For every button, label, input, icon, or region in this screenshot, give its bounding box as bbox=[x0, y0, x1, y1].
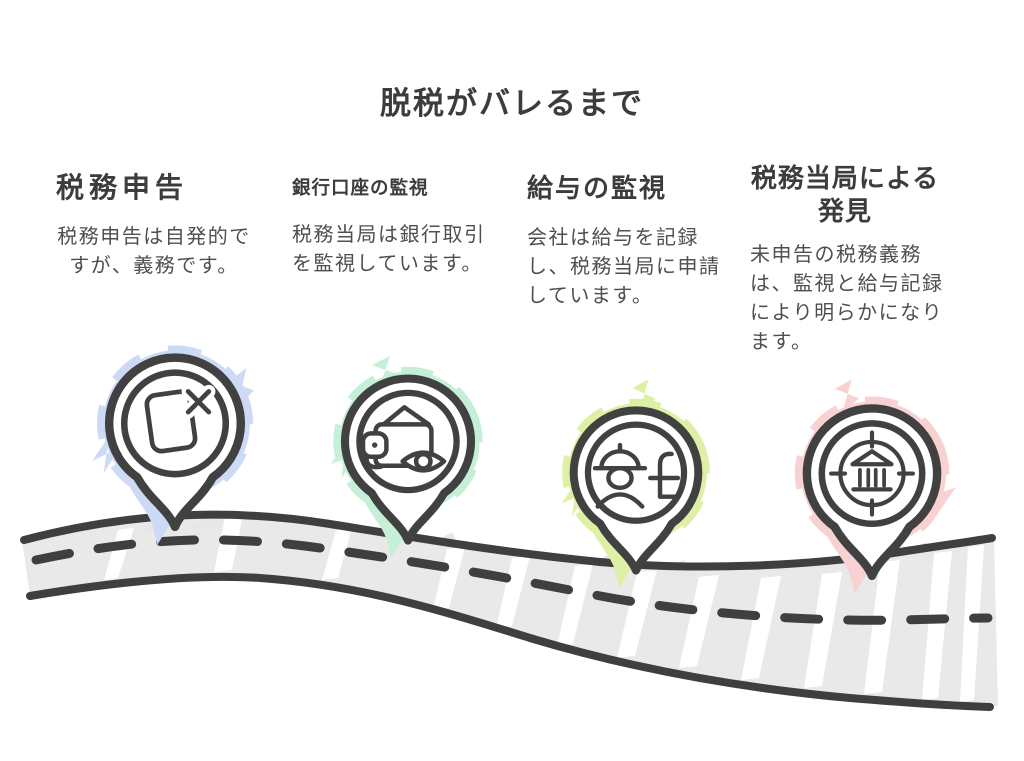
pin-bank-monitoring bbox=[330, 356, 483, 558]
pin-authority-discovery bbox=[794, 379, 956, 594]
pin-salary-monitoring bbox=[561, 379, 710, 588]
road-texture bbox=[104, 514, 984, 702]
stage-heading: 銀行口座の監視 bbox=[292, 177, 429, 198]
worker-pay-icon bbox=[592, 442, 681, 509]
road-centerline bbox=[31, 535, 993, 625]
pin-inner-circle bbox=[818, 420, 926, 528]
stage-heading: 税務当局による発見 bbox=[750, 163, 940, 226]
stage-column-bank-monitoring: 銀行口座の監視 税務当局は銀行取引を監視しています。 bbox=[292, 174, 507, 279]
document-x-icon bbox=[144, 384, 216, 454]
road-bottom-edge bbox=[26, 572, 994, 711]
stage-description: 未申告の税務義務は、監視と給与記録により明らかになります。 bbox=[750, 244, 944, 353]
stage-heading: 給与の監視 bbox=[527, 173, 668, 203]
wallet-eye-icon bbox=[360, 405, 447, 473]
stage-column-tax-filing: 税務申告 税務申告は自発的ですが、義務です。 bbox=[56, 166, 264, 281]
stage-column-salary-monitoring: 給与の監視 会社は給与を記録し、税務当局に申請しています。 bbox=[527, 168, 742, 311]
bank-target-icon bbox=[828, 430, 916, 517]
stage-description: 税務当局は銀行取引を監視しています。 bbox=[292, 224, 486, 275]
pin-inner-circle bbox=[584, 421, 688, 524]
stage-column-authority-discovery: 税務当局による発見 未申告の税務義務は、監視と給与記録により明らかになります。 bbox=[750, 162, 962, 357]
road-top-edge bbox=[20, 510, 996, 571]
pin-tax-filing bbox=[92, 345, 254, 545]
stage-heading: 税務申告 bbox=[56, 172, 189, 203]
stage-description: 税務申告は自発的ですが、義務です。 bbox=[57, 226, 251, 277]
stage-description: 会社は給与を記録し、税務当局に申請しています。 bbox=[527, 227, 721, 307]
page-title: 脱税がバレるまで bbox=[380, 86, 644, 121]
